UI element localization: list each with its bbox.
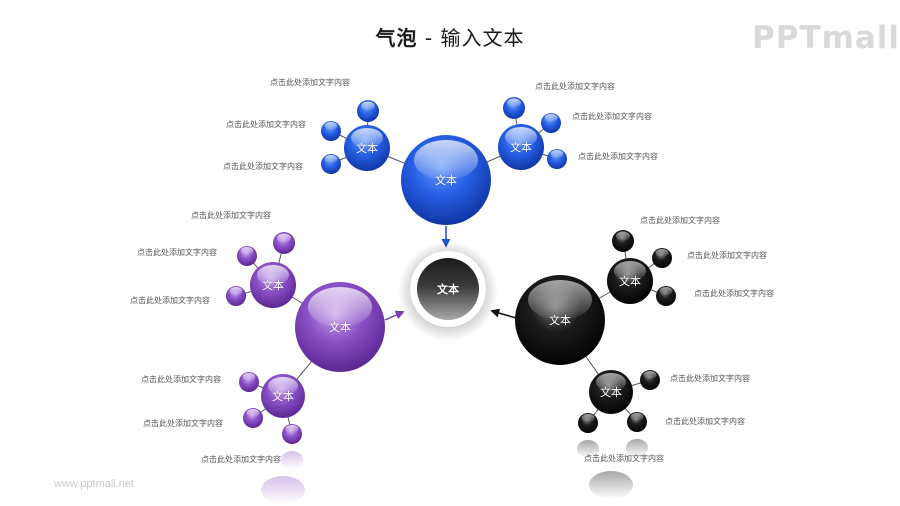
purple-sub-top-label: 文本 — [262, 279, 284, 292]
purple-bottom-item-3[interactable]: 点击此处添加文字内容 — [201, 455, 281, 464]
purple-top-item-2[interactable]: 点击此处添加文字内容 — [137, 248, 217, 257]
black-bottom-item-3[interactable]: 点击此处添加文字内容 — [584, 454, 664, 463]
footer-url: www.pptmall.net — [54, 478, 135, 490]
black-satellites — [578, 230, 676, 433]
purple-sub-bottom-bubble[interactable] — [261, 374, 305, 418]
black-bottom-item-2[interactable]: 点击此处添加文字内容 — [665, 417, 745, 426]
page-title: 气泡 - 输入文本 — [0, 22, 900, 51]
black-main-label: 文本 — [549, 314, 571, 327]
black-bottom-item-1[interactable]: 点击此处添加文字内容 — [670, 374, 750, 383]
black-top-item-1[interactable]: 点击此处添加文字内容 — [640, 216, 720, 225]
blue-sub-left-label: 文本 — [356, 142, 378, 155]
blue-right-item-1[interactable]: 点击此处添加文字内容 — [535, 82, 615, 91]
center-node-label: 文本 — [437, 283, 459, 296]
title-main: 气泡 — [375, 26, 418, 50]
purple-main-label: 文本 — [329, 321, 351, 334]
title-subtitle: - 输入文本 — [417, 26, 525, 50]
blue-main-bubble[interactable] — [401, 135, 491, 225]
blue-sub-right-bubble[interactable] — [498, 124, 544, 170]
black-main-bubble[interactable] — [515, 275, 605, 365]
purple-reflection — [261, 451, 305, 504]
purple-sub-bottom-label: 文本 — [272, 390, 294, 403]
blue-right-item-2[interactable]: 点击此处添加文字内容 — [572, 112, 652, 121]
purple-satellites — [226, 232, 302, 444]
black-sub-top-label: 文本 — [619, 275, 641, 288]
blue-main-label: 文本 — [435, 174, 457, 187]
purple-bottom-item-2[interactable]: 点击此处添加文字内容 — [143, 419, 223, 428]
black-reflection — [577, 439, 648, 499]
purple-arrow — [384, 310, 405, 321]
black-top-item-2[interactable]: 点击此处添加文字内容 — [687, 251, 767, 260]
blue-right-item-3[interactable]: 点击此处添加文字内容 — [578, 152, 658, 161]
black-sub-bottom-label: 文本 — [600, 386, 622, 399]
blue-satellites — [321, 97, 567, 174]
purple-bottom-item-1[interactable]: 点击此处添加文字内容 — [141, 375, 221, 384]
black-sub-top-bubble[interactable] — [607, 258, 653, 304]
black-sub-bottom-bubble[interactable] — [589, 370, 633, 414]
blue-sub-left-bubble[interactable] — [344, 125, 390, 171]
black-arrow — [490, 308, 517, 319]
purple-top-item-1[interactable]: 点击此处添加文字内容 — [191, 211, 271, 220]
blue-left-item-2[interactable]: 点击此处添加文字内容 — [226, 120, 306, 129]
blue-left-item-1[interactable]: 点击此处添加文字内容 — [270, 78, 350, 87]
black-top-item-3[interactable]: 点击此处添加文字内容 — [694, 289, 774, 298]
purple-top-item-3[interactable]: 点击此处添加文字内容 — [130, 296, 210, 305]
blue-sub-right-label: 文本 — [510, 141, 532, 154]
purple-sub-top-bubble[interactable] — [250, 262, 296, 308]
purple-main-bubble[interactable] — [295, 282, 385, 372]
blue-left-item-3[interactable]: 点击此处添加文字内容 — [223, 162, 303, 171]
center-node[interactable] — [398, 241, 498, 341]
